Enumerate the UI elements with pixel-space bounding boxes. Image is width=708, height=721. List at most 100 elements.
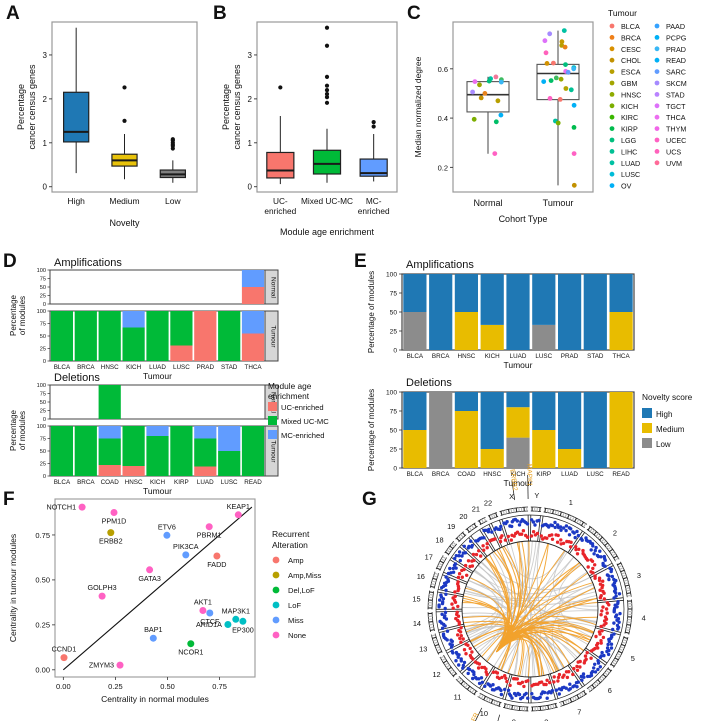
- legend-swatch: [609, 149, 615, 154]
- cohort-point: [547, 96, 553, 101]
- x-category-label: Tumour: [543, 198, 574, 208]
- cytoband: [578, 520, 582, 525]
- legend-title: Novelty score: [642, 392, 693, 402]
- circos-point-red: [456, 575, 461, 580]
- cohort-point: [472, 79, 478, 84]
- cohort-point: [571, 151, 577, 157]
- circos-point-blue: [444, 575, 448, 579]
- cytoband: [625, 587, 630, 590]
- circos-tracks: [423, 503, 636, 715]
- cytoband: [436, 567, 441, 571]
- subplot-title: Amplifications: [406, 259, 474, 271]
- stacked-bar-segment: [146, 311, 169, 361]
- cohort-point: [548, 78, 554, 83]
- cytoband: [609, 548, 614, 553]
- circos-point-red: [466, 559, 471, 563]
- outlier-point: [324, 91, 330, 97]
- circos-point-blue: [593, 548, 597, 553]
- circos-link-grey: [474, 569, 518, 676]
- circos-point-red: [574, 547, 578, 552]
- cytoband: [624, 582, 629, 585]
- circos-point-blue: [462, 660, 467, 665]
- cytoband: [562, 701, 565, 706]
- stacked-bar-segment: [50, 426, 73, 476]
- circos-link-grey: [480, 549, 511, 584]
- cytoband: [446, 549, 451, 553]
- cytoband: [604, 542, 609, 547]
- circos-point-blue: [449, 571, 453, 575]
- circos-point-blue: [612, 610, 616, 614]
- cytoband: [449, 668, 454, 673]
- x-category-label: Normal: [473, 198, 502, 208]
- y-tick-label: 1: [43, 139, 48, 148]
- circos-point-blue: [600, 650, 604, 655]
- circos-point-blue: [605, 646, 610, 650]
- y-tick-label: 100: [37, 268, 46, 274]
- stacked-bar-segment: [122, 311, 145, 328]
- circos-point-red: [500, 534, 504, 538]
- legend-swatch: [272, 616, 280, 624]
- y-tick-label: 0: [393, 348, 397, 355]
- stacked-bar-segment: [194, 438, 217, 467]
- cytoband: [490, 514, 494, 519]
- circos-link-orange: [496, 541, 527, 653]
- cytoband: [442, 556, 447, 560]
- legend-label: BRCA: [621, 33, 641, 42]
- box: [359, 158, 388, 177]
- x-category-label: BRCA: [432, 353, 450, 360]
- legend-swatch: [654, 114, 660, 120]
- circos-point-blue: [598, 665, 602, 669]
- circos-point-blue: [439, 593, 443, 597]
- legend-swatch: [654, 57, 660, 63]
- gene-label: EP300: [232, 625, 254, 634]
- gene-label: CCND1: [52, 645, 77, 654]
- circos-point-red: [485, 542, 489, 546]
- circos-point-blue: [582, 675, 586, 679]
- facet-strip-label: Tumour: [270, 325, 277, 348]
- circos-link-grey: [552, 550, 598, 607]
- cytoband: [435, 646, 440, 649]
- y-tick-label: 0.00: [35, 666, 50, 675]
- x-category-label: Medium: [109, 196, 139, 206]
- cytoband: [510, 508, 513, 513]
- circos-point-blue: [575, 529, 579, 534]
- y-tick-label: 75: [390, 409, 398, 416]
- circos-point-blue: [448, 566, 452, 571]
- circos-point-red: [602, 591, 606, 595]
- cytoband: [445, 551, 450, 555]
- circos-point-blue: [596, 667, 600, 672]
- box: [62, 91, 90, 143]
- legend-label: HNSC: [621, 90, 641, 99]
- circos-point-blue: [479, 676, 484, 680]
- legend-label: SARC: [666, 68, 686, 77]
- y-tick-label: 50: [40, 285, 46, 291]
- cytoband: [591, 684, 595, 689]
- y-axis-title-line2: of modules: [18, 411, 27, 450]
- circos-point-blue: [606, 642, 610, 647]
- legend-label: High: [656, 410, 672, 419]
- cytoband: [587, 687, 591, 692]
- stacked-bar-segment: [194, 311, 217, 361]
- x-category-label: LUSC: [535, 353, 552, 360]
- circos-point-blue: [446, 577, 450, 582]
- cytoband: [498, 702, 501, 707]
- cytoband: [449, 545, 454, 549]
- circos-point-blue: [450, 649, 454, 653]
- legend-label: UC-enriched: [281, 403, 324, 412]
- stacked-bar-segment: [241, 333, 265, 361]
- x-category-label: BRCA: [432, 471, 450, 478]
- y-tick-label: 25: [390, 329, 398, 336]
- x-category-label: HNSC: [458, 353, 476, 360]
- y-tick-label: 0.75: [35, 531, 50, 540]
- y-tick-label: 25: [40, 409, 46, 415]
- cytoband: [434, 572, 439, 576]
- cytoband: [612, 553, 616, 557]
- y-tick-label: 0: [43, 474, 46, 480]
- stacked-bar-segment: [532, 392, 556, 430]
- circos-point-red: [602, 623, 606, 627]
- circos-point-red: [530, 684, 534, 688]
- cytoband: [564, 513, 568, 518]
- cytoband: [612, 661, 616, 665]
